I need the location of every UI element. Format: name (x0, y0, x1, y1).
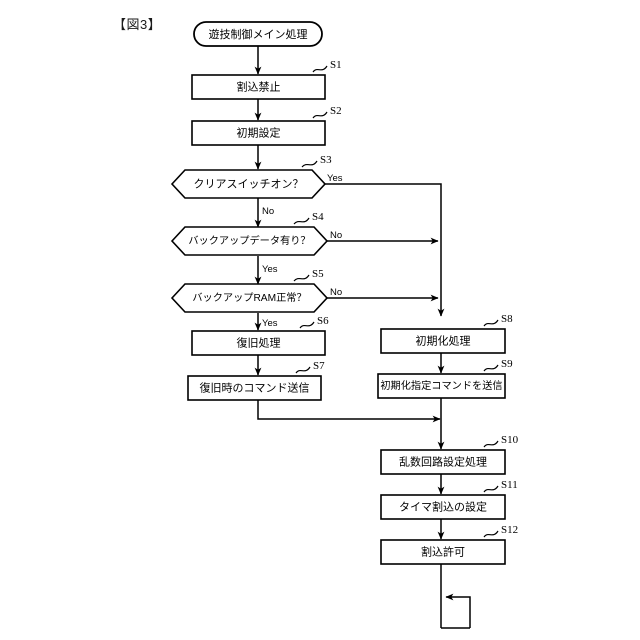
node-s3[interactable]: クリアスイッチオン？ (170, 169, 327, 199)
node-s11-label: タイマ割込の設定 (399, 499, 487, 513)
edge-s12-to-loop (440, 564, 471, 629)
node-s5[interactable]: バックアップRAM正常？ (170, 283, 329, 313)
step-label-s7-group: S7 (295, 360, 325, 374)
edge-s7-to-s10 (257, 400, 441, 423)
edge-s4-to-s5: Yes (254, 256, 278, 285)
step-label-s5-group: S5 (293, 268, 324, 282)
step-label-s1: S1 (330, 59, 342, 71)
figure-title: 【図3】 (113, 17, 162, 32)
node-s10[interactable]: 乱数回路設定処理 (380, 449, 506, 475)
step-label-s9-group: S9 (483, 358, 513, 372)
node-s8[interactable]: 初期化処理 (380, 328, 506, 354)
step-label-s9: S9 (501, 358, 513, 370)
edge-s5-to-s6: Yes (254, 313, 278, 331)
step-label-s10-group: S10 (483, 434, 519, 448)
node-s1[interactable]: 割込禁止 (191, 74, 326, 100)
step-label-s6: S6 (317, 315, 329, 327)
step-label-s8-group: S8 (483, 313, 513, 327)
step-label-s12: S12 (501, 524, 518, 536)
step-label-s7: S7 (313, 360, 325, 372)
step-label-s6-group: S6 (299, 315, 329, 329)
step-label-s3: S3 (320, 154, 332, 166)
step-label-s1-group: S1 (312, 59, 342, 73)
edge-s4-no-to-rail: No (327, 230, 439, 245)
node-start[interactable]: 遊技制御メイン処理 (193, 21, 323, 47)
step-label-s10: S10 (501, 434, 519, 446)
node-s12[interactable]: 割込許可 (380, 539, 506, 565)
node-s3-label: クリアスイッチオン？ (194, 177, 304, 190)
node-start-label: 遊技制御メイン処理 (209, 27, 308, 41)
step-label-s3-group: S3 (301, 154, 332, 168)
branch-label-s5-no: No (330, 287, 342, 298)
node-s10-label: 乱数回路設定処理 (399, 454, 487, 468)
node-s6[interactable]: 復旧処理 (191, 330, 326, 356)
step-label-s2-group: S2 (312, 105, 342, 119)
node-s4-label: バックアップデータ有り？ (188, 234, 310, 247)
step-label-s11: S11 (501, 479, 518, 491)
step-label-s12-group: S12 (483, 524, 518, 538)
step-label-s5: S5 (312, 268, 324, 280)
node-s7-label: 復旧時のコマンド送信 (200, 380, 310, 394)
node-s12-label: 割込許可 (421, 544, 465, 558)
branch-label-s3-no: No (262, 206, 274, 217)
node-s11[interactable]: タイマ割込の設定 (380, 494, 506, 520)
branch-label-s5-yes: Yes (262, 318, 278, 329)
node-s9-label: 初期化指定コマンドを送信 (380, 379, 502, 392)
step-label-s2: S2 (330, 105, 342, 117)
node-s8-label: 初期化処理 (416, 333, 471, 347)
node-s6-label: 復旧処理 (237, 336, 281, 349)
step-label-s8: S8 (501, 313, 513, 325)
node-s2[interactable]: 初期設定 (191, 120, 326, 146)
node-s5-label: バックアップRAM正常？ (192, 291, 306, 304)
edge-s5-no-to-rail: No (327, 287, 439, 302)
edge-s3-to-s4: No (254, 198, 274, 228)
node-s4[interactable]: バックアップデータ有り？ (170, 226, 329, 256)
step-label-s11-group: S11 (483, 479, 518, 493)
node-s2-label: 初期設定 (237, 125, 281, 139)
step-label-s4-group: S4 (293, 211, 324, 225)
step-label-s4: S4 (312, 211, 324, 223)
branch-label-s3-yes: Yes (327, 173, 343, 184)
branch-label-s4-no: No (330, 230, 342, 241)
node-s9[interactable]: 初期化指定コマンドを送信 (377, 373, 506, 399)
branch-label-s4-yes: Yes (262, 264, 278, 275)
edge-s3-yes-to-s8: Yes (325, 173, 445, 317)
node-s1-label: 割込禁止 (237, 79, 281, 93)
node-s7[interactable]: 復旧時のコマンド送信 (187, 375, 322, 401)
